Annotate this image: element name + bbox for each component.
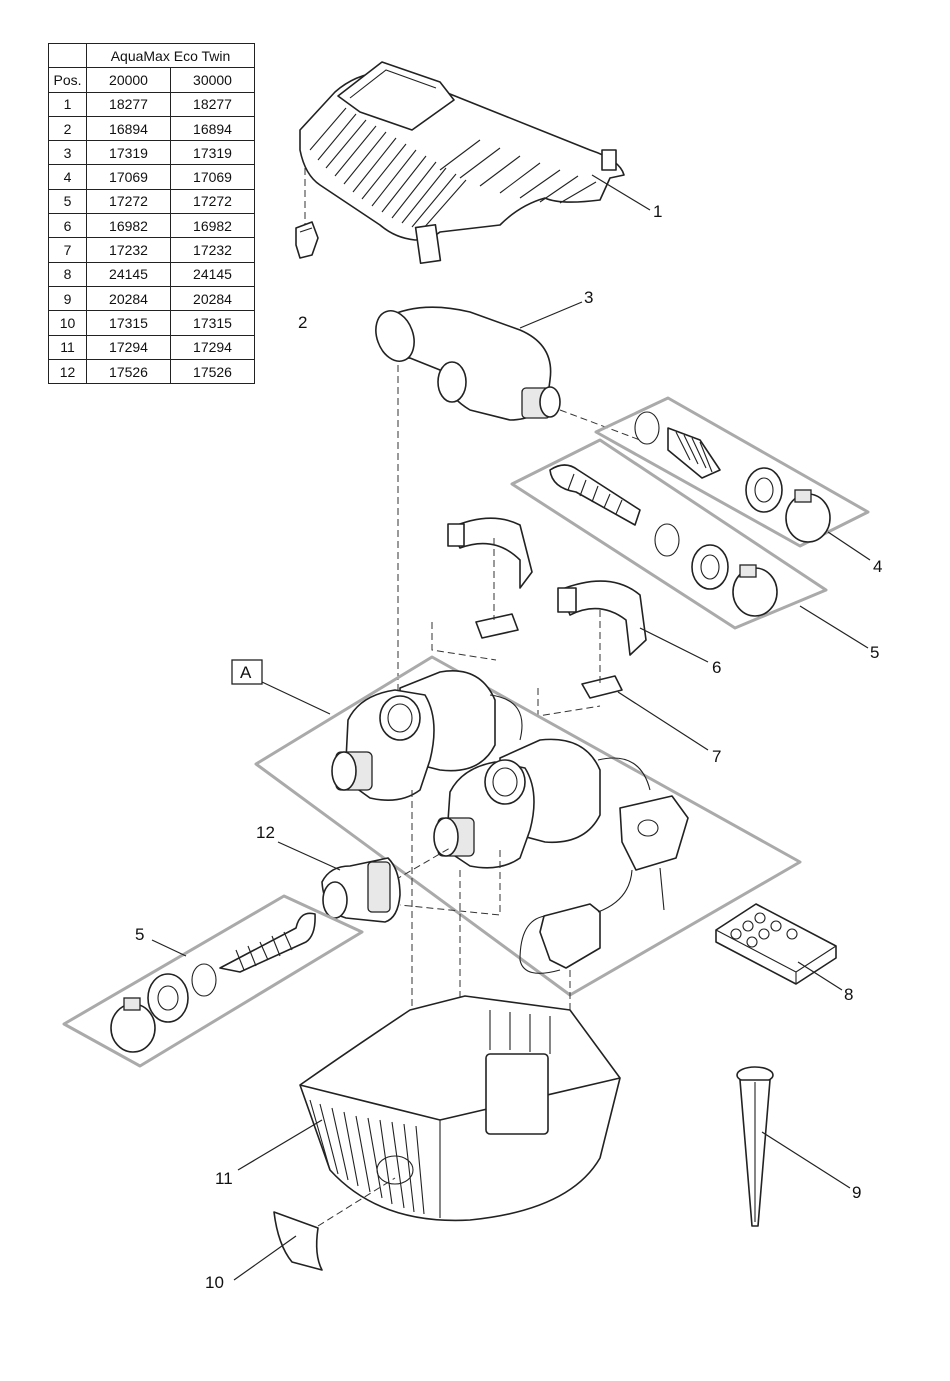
callout-4: 4: [873, 557, 882, 576]
leader-a: [262, 682, 330, 714]
leader-10: [234, 1236, 296, 1280]
part-7-pad-left: [476, 614, 518, 638]
part-4-hose-kit: [596, 398, 868, 546]
callout-2: 2: [298, 313, 307, 332]
leader-6: [640, 628, 708, 662]
part-6-bracket-right: [558, 581, 646, 655]
leader-12: [278, 842, 340, 870]
leader-3: [520, 302, 582, 328]
leader-5b: [152, 940, 186, 956]
leader-5: [800, 606, 868, 648]
leader-7: [618, 692, 708, 750]
callout-7: 7: [712, 747, 721, 766]
callout-assembly-a: A: [240, 663, 252, 682]
callout-3: 3: [584, 288, 593, 307]
part-10-cover-plate: [274, 1212, 322, 1270]
callout-1: 1: [653, 202, 662, 221]
part-6-bracket-left: [448, 518, 532, 588]
callout-9: 9: [852, 1183, 861, 1202]
part-1-cover: [300, 62, 624, 263]
callout-12: 12: [256, 823, 275, 842]
callout-6: 6: [712, 658, 721, 677]
callout-8: 8: [844, 985, 853, 1004]
assembly-a-pumps: [256, 657, 800, 995]
callout-10: 10: [205, 1273, 224, 1292]
callout-5b: 5: [135, 925, 144, 944]
callout-11: 11: [215, 1169, 233, 1188]
leader-4: [828, 532, 870, 560]
leader-11: [238, 1120, 322, 1170]
part-2-clip: [296, 222, 318, 258]
part-9-ground-spike: [737, 1067, 773, 1226]
part-7-pad-right: [582, 676, 622, 698]
part-11-base: [300, 996, 620, 1220]
leader-9: [762, 1132, 850, 1188]
part-8-remote: [716, 904, 836, 984]
callout-5: 5: [870, 643, 879, 662]
part-5-hose-kit-lower: [64, 896, 362, 1066]
